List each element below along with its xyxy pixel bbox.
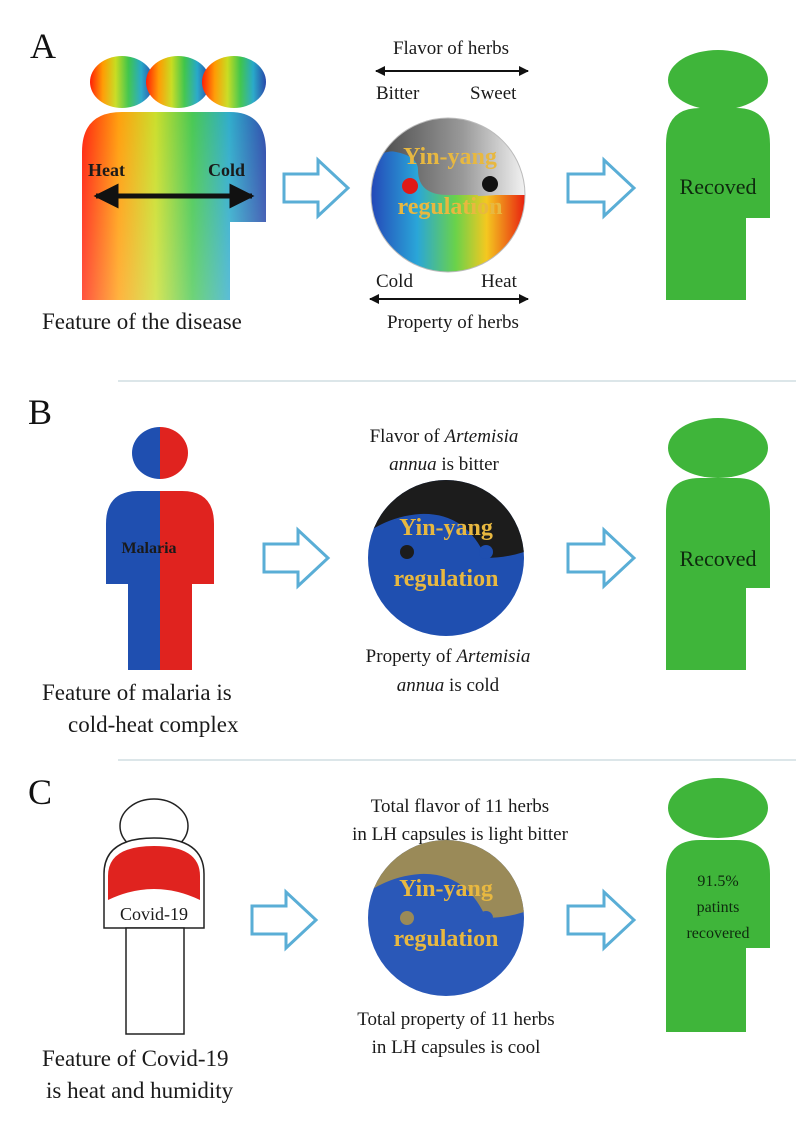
recovered-label-a: Recoved	[680, 174, 757, 199]
panel-letter-b: B	[28, 392, 52, 432]
caption-b2: cold-heat complex	[68, 712, 239, 737]
panel-b: B Malaria Feature of malaria is cold-hea…	[28, 392, 770, 737]
recovered-label-b: Recoved	[680, 546, 757, 571]
property-text-c2: in LH capsules is cool	[372, 1037, 541, 1058]
flow-arrow-c2	[566, 888, 637, 952]
flavor-title-a: Flavor of herbs	[393, 38, 509, 59]
caption-a: Feature of the disease	[42, 309, 242, 334]
yin-yang-label-a2: regulation	[398, 194, 503, 220]
property-text-c1: Total property of 11 herbs	[357, 1009, 554, 1030]
flavor-sweet-label: Sweet	[470, 83, 517, 104]
property-title-a: Property of herbs	[387, 312, 519, 333]
flow-arrow-b2	[566, 526, 637, 590]
yin-yang-label-a1: Yin-yang	[403, 144, 497, 170]
covid-person-figure	[103, 798, 205, 1035]
recovered-person-a	[666, 50, 770, 300]
yin-yang-circle-c	[368, 840, 524, 996]
panel-letter-a: A	[30, 26, 56, 66]
recovered-label-c2: patints	[697, 899, 740, 916]
property-heat-label: Heat	[481, 271, 518, 292]
yin-yang-circle-a	[371, 118, 525, 272]
yin-yang-label-c1: Yin-yang	[399, 876, 493, 902]
panel-letter-c: C	[28, 772, 52, 812]
caption-c1: Feature of Covid-19	[42, 1046, 229, 1071]
recovered-label-c1: 91.5%	[697, 873, 738, 890]
recovered-label-c3: recovered	[686, 925, 749, 942]
body-label-heat: Heat	[88, 160, 125, 180]
yin-yang-label-b1: Yin-yang	[399, 515, 493, 541]
flavor-text-b1: Flavor of Artemisia	[370, 426, 519, 447]
property-cold-label: Cold	[376, 271, 413, 292]
flavor-bitter-label: Bitter	[376, 83, 420, 104]
panel-c: C Covid-19 Feature of Covid-19 is heat a…	[28, 772, 770, 1103]
flavor-text-c2: in LH capsules is light bitter	[352, 824, 569, 845]
yin-yang-label-c2: regulation	[394, 926, 499, 952]
flavor-text-c1: Total flavor of 11 herbs	[371, 796, 549, 817]
flow-arrow-b1	[262, 526, 331, 590]
caption-c2: is heat and humidity	[46, 1078, 234, 1103]
yin-yang-label-b2: regulation	[394, 566, 499, 592]
flavor-text-b2: annua is bitter	[389, 454, 499, 475]
flow-arrow-a1	[282, 156, 351, 220]
property-text-b2: annua is cold	[397, 675, 500, 696]
yin-yang-circle-b	[368, 480, 524, 636]
body-label-cold: Cold	[208, 160, 245, 180]
flow-arrow-c1	[250, 888, 319, 952]
panel-a: A Heat Cold Feature of the disease Flavo…	[30, 26, 770, 334]
flow-arrow-a2	[566, 156, 637, 220]
recovered-person-b	[666, 418, 770, 670]
body-label-malaria: Malaria	[121, 540, 176, 557]
caption-b1: Feature of malaria is	[42, 680, 232, 705]
recovered-person-c	[666, 778, 770, 1032]
body-label-covid: Covid-19	[120, 904, 188, 924]
malaria-person-figure	[106, 427, 214, 670]
property-text-b1: Property of Artemisia	[366, 646, 531, 667]
